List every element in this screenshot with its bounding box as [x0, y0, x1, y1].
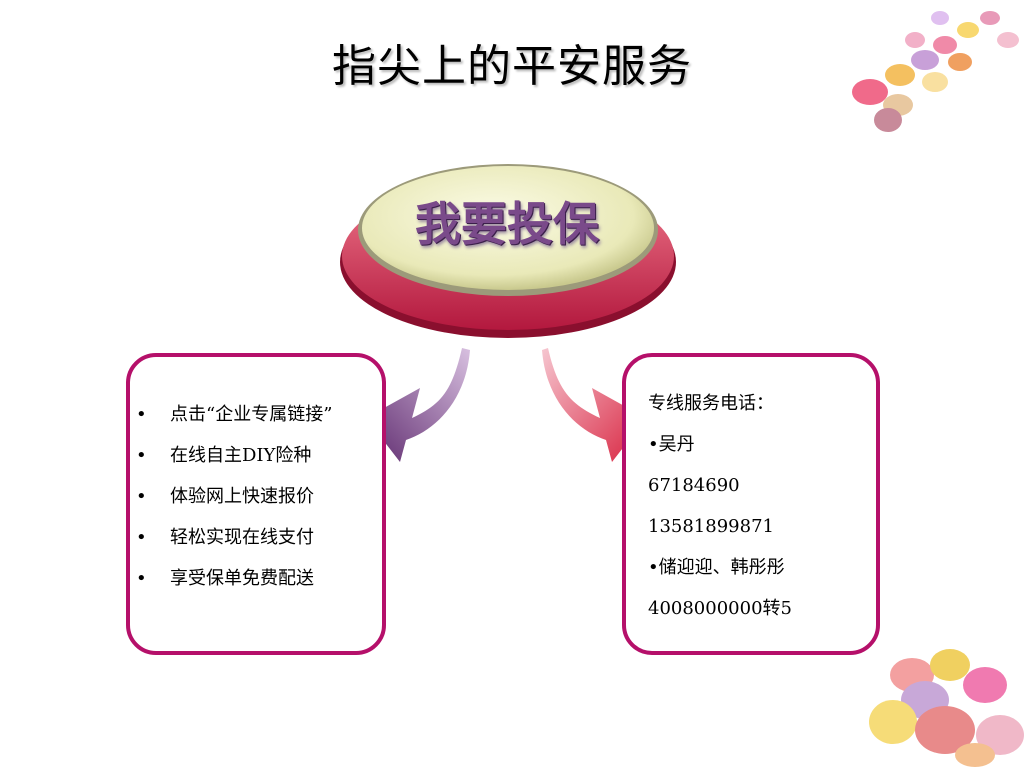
contact-box: [622, 353, 880, 655]
right-curved-arrow: [542, 348, 646, 462]
list-item: 轻松实现在线支付: [136, 525, 372, 551]
left-curved-arrow: [366, 348, 470, 462]
list-item: 在线自主DIY险种: [136, 443, 372, 469]
candy-decoration-top: [852, 11, 1019, 132]
list-item: 点击“企业专属链接”: [136, 402, 372, 428]
slide-title: 指尖上的平安服务: [332, 41, 692, 92]
contact-info: 专线服务电话： •吴丹 67184690 13581899871 •储迎迎、韩彤…: [648, 388, 868, 634]
candy-decoration-bottom: [869, 649, 1024, 767]
contact-line: •储迎迎、韩彤彤: [648, 557, 785, 578]
insure-button-graphic: [340, 164, 676, 338]
contact-line: •吴丹: [648, 434, 695, 455]
contact-heading: 专线服务电话：: [648, 393, 774, 414]
list-item: 享受保单免费配送: [136, 566, 372, 592]
insure-button-label[interactable]: 我要投保: [415, 197, 599, 251]
list-item: 体验网上快速报价: [136, 484, 372, 510]
online-features-list: 点击“企业专属链接” 在线自主DIY险种 体验网上快速报价 轻松实现在线支付 享…: [136, 402, 372, 607]
contact-line: 67184690: [648, 475, 740, 496]
contact-line: 13581899871: [648, 516, 774, 537]
contact-line: 4008000000转5: [648, 598, 792, 619]
